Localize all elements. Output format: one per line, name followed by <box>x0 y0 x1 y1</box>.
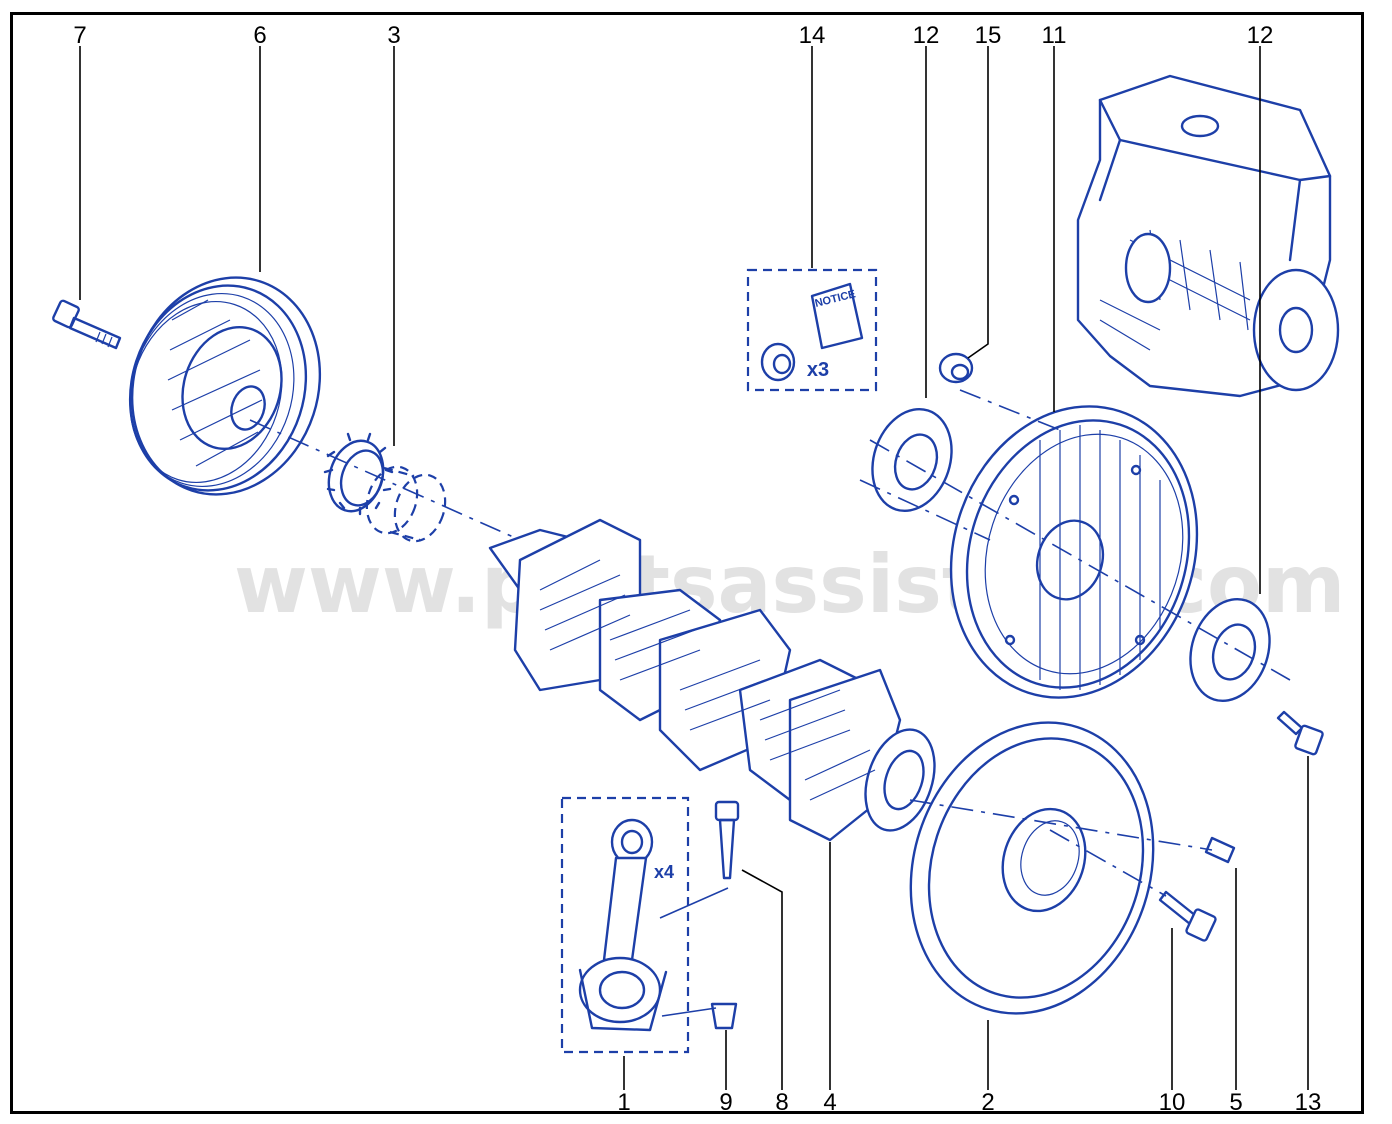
callout-leaders <box>79 46 1309 1090</box>
callout-12-lower: 12 <box>1247 22 1274 49</box>
callout-2: 2 <box>981 1089 994 1116</box>
callout-6: 6 <box>253 22 266 49</box>
bearing-quantity: x3 <box>807 359 829 381</box>
callout-13: 13 <box>1295 1089 1322 1116</box>
lower-flywheel-part <box>909 721 1155 1015</box>
callout-15: 15 <box>975 22 1002 49</box>
flywheel-lower-bolt-part <box>1158 890 1217 942</box>
flywheel-bolt-part <box>1276 710 1324 756</box>
pilot-bearing-part <box>938 352 974 384</box>
crankshaft-part <box>488 518 936 842</box>
diagram-frame <box>10 12 1364 1114</box>
flywheel-shim-upper-part <box>871 407 953 513</box>
conrod-nut-part <box>710 1002 738 1030</box>
engine-block-illustration <box>1076 74 1340 398</box>
callout-1: 1 <box>617 1089 630 1116</box>
callout-4: 4 <box>823 1089 836 1116</box>
callout-3: 3 <box>387 22 400 49</box>
callout-12-upper: 12 <box>913 22 940 49</box>
crankshaft-pulley-part <box>128 276 322 496</box>
pulley-bolt-part <box>52 299 122 350</box>
callout-14: 14 <box>799 22 826 49</box>
connecting-rod-kit-box: x4 <box>560 796 729 1054</box>
callout-11: 11 <box>1042 22 1067 49</box>
callout-9: 9 <box>719 1089 732 1116</box>
conrod-bolt-part <box>714 800 740 880</box>
bearing-kit-box: NOTICE x3 <box>746 268 878 392</box>
flywheel-part <box>949 405 1199 699</box>
dowel-pin-part <box>1204 836 1236 864</box>
callout-10: 10 <box>1159 1089 1186 1116</box>
callout-7: 7 <box>73 22 86 49</box>
callout-8: 8 <box>775 1089 788 1116</box>
conrod-quantity: x4 <box>654 862 674 882</box>
callout-5: 5 <box>1229 1089 1242 1116</box>
timing-sprocket-part <box>323 432 447 543</box>
